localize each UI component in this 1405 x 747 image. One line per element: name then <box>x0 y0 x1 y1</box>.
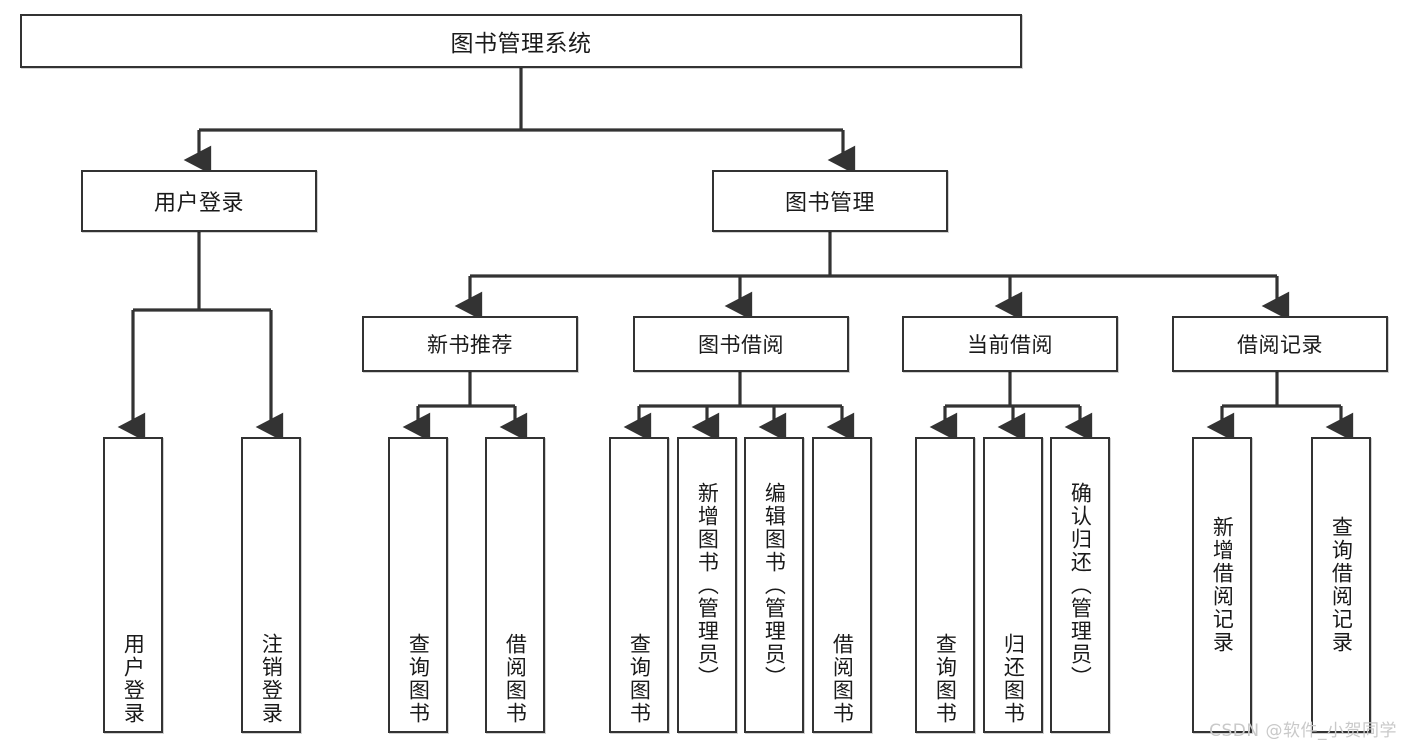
node-label: 确认归还（管理员） <box>1068 481 1093 689</box>
node-label: 用户登录 <box>153 191 244 216</box>
leaf-user-login[interactable]: 用户登录 <box>103 437 163 733</box>
node-borrow-record[interactable]: 借阅记录 <box>1172 316 1388 372</box>
node-user-login[interactable]: 用户登录 <box>81 170 317 232</box>
node-label: 新增借阅记录 <box>1210 516 1235 654</box>
leaf-borrow-book-new[interactable]: 借阅图书 <box>485 437 545 733</box>
node-label: 查询图书 <box>933 633 958 725</box>
node-label: 注销登录 <box>259 633 284 725</box>
node-label: 图书管理 <box>784 191 875 216</box>
node-label: 新书推荐 <box>427 333 513 357</box>
node-label: 查询图书 <box>627 633 652 725</box>
leaf-logout[interactable]: 注销登录 <box>241 437 301 733</box>
leaf-borrow-book[interactable]: 借阅图书 <box>812 437 872 733</box>
leaf-query-book-new[interactable]: 查询图书 <box>388 437 448 733</box>
watermark: CSDN @软件_小贺同学 <box>1209 721 1397 741</box>
leaf-edit-book-admin[interactable]: 编辑图书（管理员） <box>744 437 804 733</box>
node-book-management[interactable]: 图书管理 <box>712 170 948 232</box>
node-label: 编辑图书（管理员） <box>762 481 787 689</box>
node-root[interactable]: 图书管理系统 <box>20 14 1022 68</box>
node-label: 查询借阅记录 <box>1329 516 1354 654</box>
node-label: 归还图书 <box>1001 633 1026 725</box>
node-label: 当前借阅 <box>967 333 1053 357</box>
node-label: 查询图书 <box>406 633 431 725</box>
node-label: 图书管理系统 <box>450 31 592 57</box>
leaf-return-book[interactable]: 归还图书 <box>983 437 1043 733</box>
leaf-add-borrow-record[interactable]: 新增借阅记录 <box>1192 437 1252 733</box>
node-current-borrow[interactable]: 当前借阅 <box>902 316 1118 372</box>
node-book-borrow[interactable]: 图书借阅 <box>633 316 849 372</box>
node-label: 借阅图书 <box>830 633 855 725</box>
node-label: 借阅记录 <box>1237 333 1323 357</box>
node-label: 用户登录 <box>121 633 146 725</box>
leaf-add-book-admin[interactable]: 新增图书（管理员） <box>677 437 737 733</box>
node-label: 借阅图书 <box>503 633 528 725</box>
leaf-query-borrow-record[interactable]: 查询借阅记录 <box>1311 437 1371 733</box>
node-label: 新增图书（管理员） <box>695 481 720 689</box>
leaf-confirm-return-admin[interactable]: 确认归还（管理员） <box>1050 437 1110 733</box>
node-new-book-recommend[interactable]: 新书推荐 <box>362 316 578 372</box>
leaf-query-book-borrow[interactable]: 查询图书 <box>609 437 669 733</box>
leaf-query-book-current[interactable]: 查询图书 <box>915 437 975 733</box>
node-label: 图书借阅 <box>698 333 784 357</box>
